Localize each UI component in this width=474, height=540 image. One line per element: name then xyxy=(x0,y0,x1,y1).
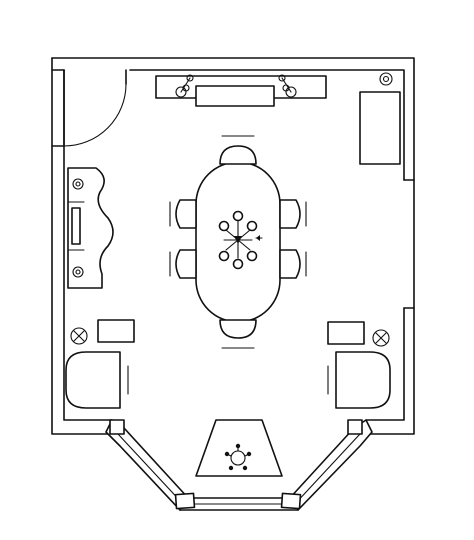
entry-door xyxy=(63,69,127,147)
table-lamp xyxy=(70,327,88,345)
bay-window xyxy=(105,419,373,511)
sideboard xyxy=(155,75,327,107)
armchair xyxy=(65,351,129,409)
dining-chair xyxy=(219,319,257,349)
dining-chair xyxy=(279,249,307,279)
dining-chair xyxy=(219,135,257,165)
dining-chair xyxy=(279,199,307,229)
table-lamp xyxy=(372,329,390,347)
cabinet xyxy=(359,72,401,165)
side-table xyxy=(97,319,135,343)
dining-chair xyxy=(169,249,197,279)
console-table xyxy=(67,167,114,289)
dining-chair xyxy=(169,199,197,229)
table-lamp xyxy=(175,74,194,98)
outer-walls xyxy=(51,57,415,435)
side-table xyxy=(327,321,365,345)
bay-window-table xyxy=(195,419,283,477)
chandelier-icon xyxy=(218,210,263,270)
table-lamp xyxy=(278,74,297,98)
floral-centerpiece-icon xyxy=(224,443,252,471)
armchair xyxy=(327,351,391,409)
